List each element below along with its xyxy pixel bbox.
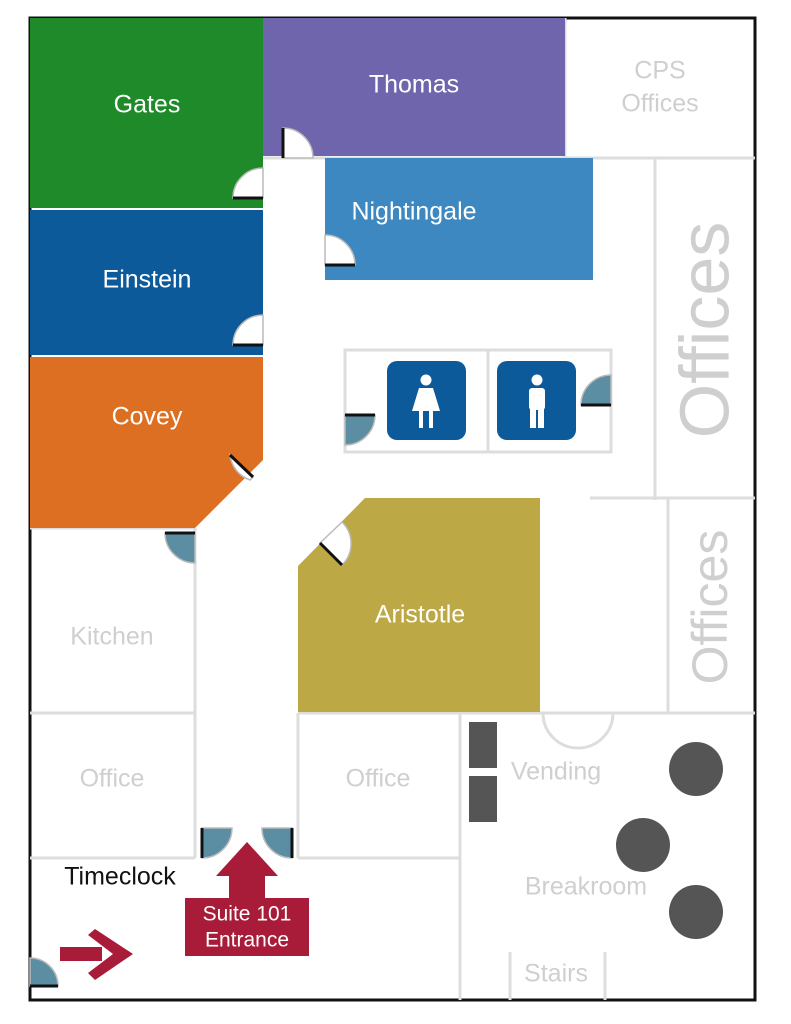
vending-machine [469, 776, 497, 822]
door-einstein [232, 314, 264, 347]
room-nightingale-label: Nightingale [351, 198, 476, 226]
breakroom-table [616, 818, 670, 872]
room-einstein-label: Einstein [103, 266, 192, 294]
suite-entrance-line2: Entrance [205, 929, 289, 952]
suite-entrance-line1: Suite 101 [203, 903, 292, 926]
door-restroom-male [580, 374, 612, 407]
offices-large-label: Offices [665, 222, 743, 439]
breakroom-label: Breakroom [525, 873, 647, 901]
door-covey [228, 453, 255, 481]
room-aristotle-label: Aristotle [375, 601, 465, 629]
room-thomas-label: Thomas [369, 71, 459, 99]
entrance-right-arrow-icon [60, 929, 133, 980]
door-nightingale [324, 234, 356, 267]
offices-small-label: Offices [682, 530, 738, 685]
vending-label: Vending [511, 758, 601, 786]
door-thomas [281, 127, 314, 159]
breakroom-table [669, 742, 723, 796]
vending-machine [469, 722, 497, 768]
room-covey-label: Covey [112, 403, 183, 431]
office-mid-label: Office [346, 765, 411, 793]
door-kitchen [164, 531, 196, 564]
door-aristotle [318, 520, 352, 567]
room-gates[interactable] [30, 18, 263, 208]
door-building-entrance [29, 957, 59, 988]
male-restroom-icon [497, 361, 576, 440]
door-suite-entrance-right [261, 827, 294, 859]
office-left-label: Office [80, 765, 145, 793]
room-einstein[interactable] [30, 210, 263, 355]
door-suite-entrance-left [200, 827, 233, 859]
door-restroom-female [344, 413, 376, 446]
room-thomas[interactable] [263, 18, 565, 156]
breakroom-table [669, 885, 723, 939]
timeclock-label: Timeclock [64, 863, 176, 891]
room-nightingale[interactable] [325, 158, 593, 280]
female-restroom-icon [387, 361, 466, 440]
door-gates [232, 167, 264, 200]
room-gates-label: Gates [114, 91, 181, 119]
entrance-up-arrow-icon [216, 842, 278, 905]
cps-offices-label-line1: CPS [634, 57, 685, 85]
room-aristotle[interactable] [298, 498, 540, 712]
stairs-label: Stairs [524, 960, 588, 988]
suite-entrance-sign: Suite 101 Entrance [185, 898, 309, 956]
cps-offices-label-line2: Offices [621, 90, 698, 118]
room-covey[interactable] [30, 357, 263, 528]
kitchen-label: Kitchen [70, 623, 153, 651]
